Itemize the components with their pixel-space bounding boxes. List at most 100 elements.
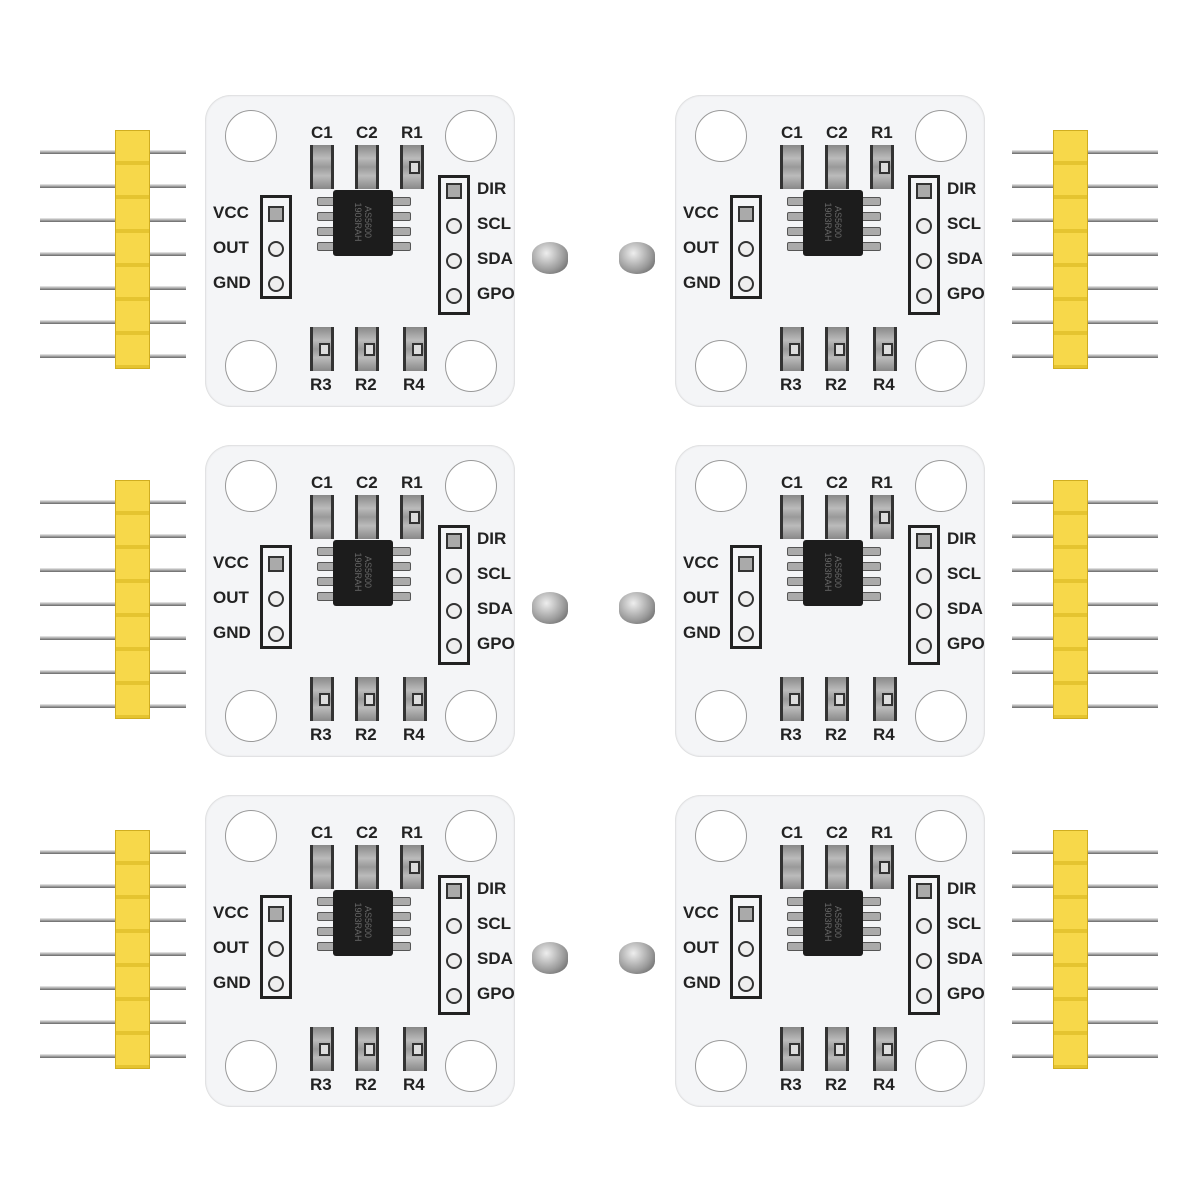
magnet (532, 592, 568, 624)
header-pin (40, 150, 186, 154)
solder-pad (916, 183, 932, 199)
part-label: R1 (401, 473, 423, 492)
part-label: R2 (825, 375, 847, 394)
solder-pad (916, 638, 932, 654)
part-label: C2 (826, 123, 848, 142)
pin-label: GND (213, 623, 251, 642)
pin-outline (908, 175, 940, 315)
solder-pad (446, 183, 462, 199)
pin-label: SDA (477, 599, 513, 618)
part-label: R4 (873, 1075, 895, 1094)
solder-pad (268, 206, 284, 222)
smd-component (400, 145, 424, 189)
pin-label: VCC (213, 203, 249, 222)
solder-pad (268, 276, 284, 292)
smd-component (355, 677, 379, 721)
header-pin (40, 218, 186, 222)
solder-pad (446, 603, 462, 619)
resistor-body (364, 693, 375, 706)
part-label: C1 (311, 823, 333, 842)
pin-label: GPO (477, 284, 515, 303)
chip-marking-line: AS5600 (833, 555, 843, 589)
smd-component (355, 495, 379, 539)
solder-pad (738, 276, 754, 292)
part-label: R1 (871, 123, 893, 142)
mounting-hole (695, 810, 747, 862)
header-pin (40, 320, 186, 324)
header-plastic (1053, 130, 1088, 369)
pin-label: GND (213, 273, 251, 292)
pin-label: DIR (947, 179, 977, 198)
resistor-body (879, 161, 890, 174)
part-label: R2 (355, 725, 377, 744)
header-pin (40, 602, 186, 606)
resistor-body (319, 1043, 330, 1056)
resistor-body (412, 1043, 423, 1056)
mounting-hole (225, 460, 277, 512)
solder-pad (446, 883, 462, 899)
resistor-body (879, 861, 890, 874)
header-pin (40, 286, 186, 290)
chip-marking-line: 1903RAH (353, 552, 363, 592)
part-label: R1 (401, 823, 423, 842)
pin-label: GND (213, 973, 251, 992)
smd-component (403, 1027, 427, 1071)
smd-component (403, 677, 427, 721)
resistor-body (789, 1043, 800, 1056)
solder-pad (738, 906, 754, 922)
pin-outline (730, 545, 762, 649)
header-pin (40, 884, 186, 888)
part-label: R2 (355, 375, 377, 394)
pin-outline (438, 875, 470, 1015)
pin-label: DIR (947, 529, 977, 548)
solder-pad (916, 883, 932, 899)
resistor-body (879, 511, 890, 524)
pin-label: OUT (683, 588, 719, 607)
solder-pad (738, 626, 754, 642)
pin-label: OUT (213, 938, 249, 957)
chip-marking-line: 1903RAH (823, 202, 833, 242)
chip-marking-line: AS5600 (833, 905, 843, 939)
resistor-body (789, 693, 800, 706)
pin-outline (260, 895, 292, 999)
header-plastic (1053, 830, 1088, 1069)
smd-component (310, 145, 334, 189)
smd-component (825, 677, 849, 721)
part-label: C2 (826, 473, 848, 492)
resistor-body (789, 343, 800, 356)
pin-label: GND (683, 273, 721, 292)
solder-pad (446, 253, 462, 269)
mounting-hole (445, 690, 497, 742)
pin-outline (730, 895, 762, 999)
pin-outline (908, 525, 940, 665)
mounting-hole (915, 340, 967, 392)
resistor-body (364, 343, 375, 356)
header-pin (40, 704, 186, 708)
mounting-hole (225, 690, 277, 742)
mounting-hole (695, 1040, 747, 1092)
solder-pad (738, 241, 754, 257)
pin-label: VCC (683, 553, 719, 572)
resistor-body (882, 343, 893, 356)
solder-pad (738, 941, 754, 957)
part-label: C1 (781, 123, 803, 142)
smd-component (403, 327, 427, 371)
solder-pad (738, 206, 754, 222)
part-label: R4 (403, 375, 425, 394)
pin-label: GND (683, 973, 721, 992)
pin-label: VCC (683, 203, 719, 222)
smd-component (780, 327, 804, 371)
pin-label: DIR (477, 879, 507, 898)
smd-component (780, 495, 804, 539)
smd-component (310, 327, 334, 371)
header-plastic (115, 130, 150, 369)
